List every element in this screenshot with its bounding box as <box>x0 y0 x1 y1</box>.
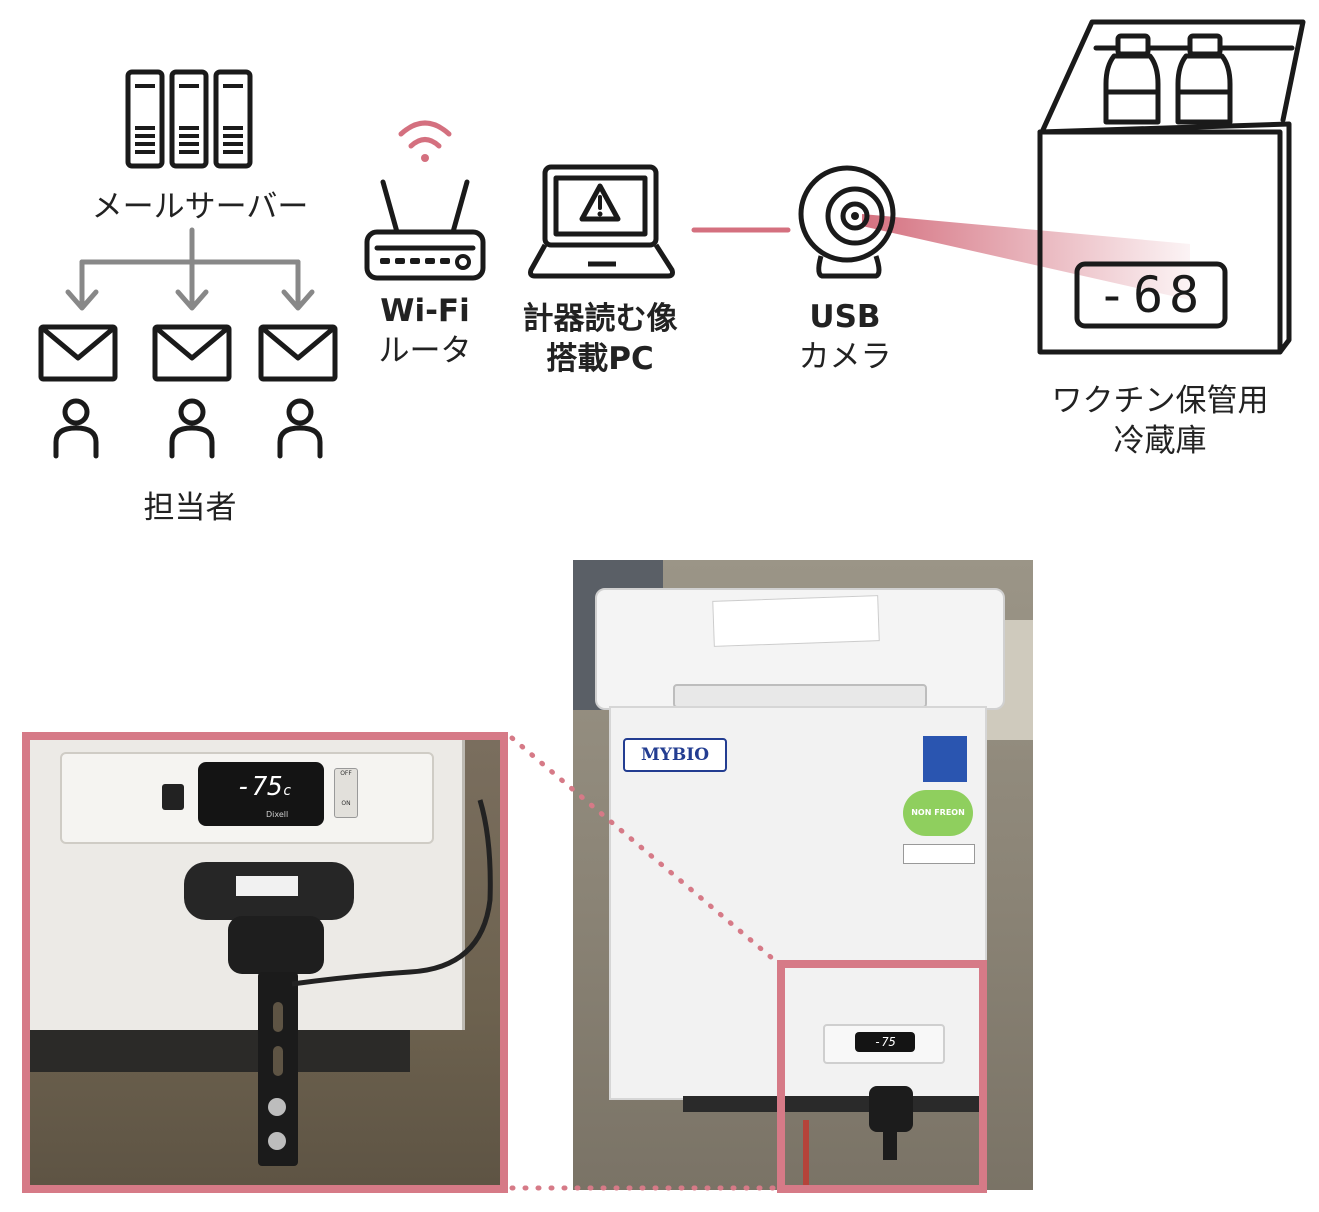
camera-label-line2: カメラ <box>798 339 892 375</box>
freezer-k-logo <box>923 736 967 782</box>
freezer-display-value: -75 <box>874 1035 896 1049</box>
router-label-line1: Wi-Fi <box>380 293 470 329</box>
closeup-brand-label: Dixell <box>266 810 289 819</box>
closeup-controller <box>198 762 324 826</box>
closeup-bracket-hole <box>273 1002 283 1032</box>
freezer-paper-note <box>712 595 880 647</box>
camera-label-line1: USB <box>809 299 881 335</box>
closeup-switch-on: ON <box>341 800 351 807</box>
closeup-display-number: -75 <box>236 772 283 802</box>
closeup-cable <box>291 799 493 987</box>
freezer-mount-bracket <box>883 1126 897 1160</box>
freezer-floor-stripe <box>803 1120 809 1190</box>
closeup-frame <box>22 732 508 1193</box>
mail-server-label: メールサーバー <box>91 189 309 225</box>
freezer-webcam <box>869 1086 913 1132</box>
recipients-label: 担当者 <box>143 490 237 526</box>
closeup-bracket-screw <box>268 1098 286 1116</box>
closeup-display-unit: c <box>282 783 292 799</box>
router-label-line2: ルータ <box>378 333 472 369</box>
freezer-nonfreon-badge: NON FREON <box>903 790 973 836</box>
fridge-display-value: -68 <box>1096 266 1206 324</box>
closeup-webcam-mount <box>228 916 324 974</box>
closeup-switch-off: OFF <box>340 770 352 777</box>
fridge-label-line1: ワクチン保管用 <box>1051 383 1269 419</box>
pc-label-line1: 計器読む像 <box>522 301 678 337</box>
closeup-photo: -75c Dixell OFF ON <box>30 740 500 1185</box>
closeup-webcam-sticker <box>236 876 298 896</box>
fridge-label-line2: 冷蔵庫 <box>1113 423 1207 459</box>
freezer-highlight-frame <box>777 960 987 1193</box>
closeup-freezer-base <box>30 1030 410 1072</box>
closeup-display-value: -75c <box>236 770 296 804</box>
closeup-onoff-switch <box>334 768 358 818</box>
closeup-power-switch <box>162 784 184 810</box>
pc-label-line2: 搭載PC <box>546 341 654 377</box>
closeup-bracket-screw <box>268 1132 286 1150</box>
freezer-brand-logo: MYBIO <box>623 738 727 772</box>
freezer-warning-label <box>903 844 975 864</box>
freezer-handle <box>673 684 927 708</box>
freezer-controller <box>855 1032 915 1052</box>
closeup-bracket-hole <box>273 1046 283 1076</box>
